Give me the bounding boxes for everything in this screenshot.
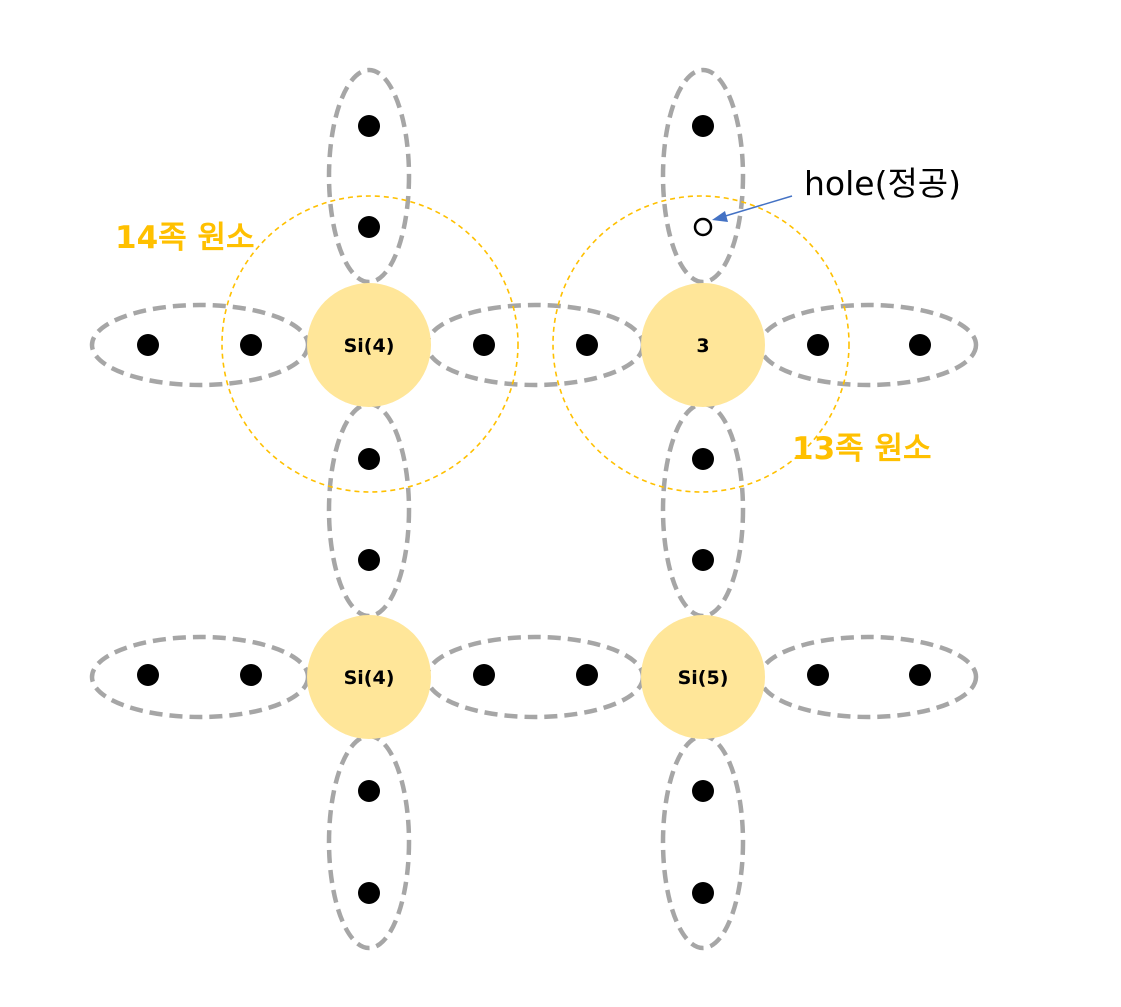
group13-region-circle xyxy=(552,195,850,493)
electron-dot xyxy=(692,780,714,802)
group14-region-circle xyxy=(221,195,519,493)
hole-label: hole(정공) xyxy=(804,164,961,203)
electron-dot xyxy=(576,664,598,686)
electron-dot xyxy=(692,448,714,470)
atom-label: Si(5) xyxy=(678,667,729,689)
atom-label: 3 xyxy=(696,335,709,357)
electron-dot xyxy=(358,549,380,571)
bond-ellipse xyxy=(89,302,311,388)
atom-circle xyxy=(307,615,431,739)
electron-dot xyxy=(358,115,380,137)
bond-ellipse xyxy=(424,302,646,388)
electron-dot xyxy=(358,882,380,904)
bond-ellipse xyxy=(89,634,311,720)
atom-circle xyxy=(641,283,765,407)
atom-circle xyxy=(641,615,765,739)
bond-ellipse xyxy=(757,302,979,388)
group14-label: 14족 원소 xyxy=(115,220,255,256)
atom-label: Si(4) xyxy=(344,667,395,689)
electron-dot xyxy=(692,882,714,904)
electron-dot xyxy=(692,549,714,571)
electron-dot xyxy=(909,334,931,356)
electron-dot xyxy=(137,334,159,356)
electron-dot xyxy=(137,664,159,686)
bond-ellipse xyxy=(757,634,979,720)
bond-ellipse xyxy=(660,401,746,619)
bond-ellipse xyxy=(424,634,646,720)
electron-dot xyxy=(807,664,829,686)
bond-ellipse xyxy=(326,733,412,951)
electron-dot xyxy=(807,334,829,356)
electron-dot xyxy=(576,334,598,356)
electron-dot xyxy=(240,664,262,686)
hole-arrow-head xyxy=(712,211,728,222)
electron-dot xyxy=(358,448,380,470)
bond-ellipse xyxy=(660,733,746,951)
electron-dot xyxy=(473,664,495,686)
bond-ellipse xyxy=(326,67,412,285)
electron-dot xyxy=(358,216,380,238)
hole-arrow xyxy=(721,195,793,218)
electron-dot xyxy=(240,334,262,356)
atom-circle xyxy=(307,283,431,407)
atom-label: Si(4) xyxy=(344,335,395,357)
electron-dot xyxy=(473,334,495,356)
electron-dot xyxy=(692,115,714,137)
hole-marker xyxy=(693,217,713,237)
bond-ellipse xyxy=(326,401,412,619)
electron-dot xyxy=(909,664,931,686)
group13-label: 13족 원소 xyxy=(792,431,932,467)
electron-dot xyxy=(358,780,380,802)
bond-ellipse xyxy=(660,67,746,285)
